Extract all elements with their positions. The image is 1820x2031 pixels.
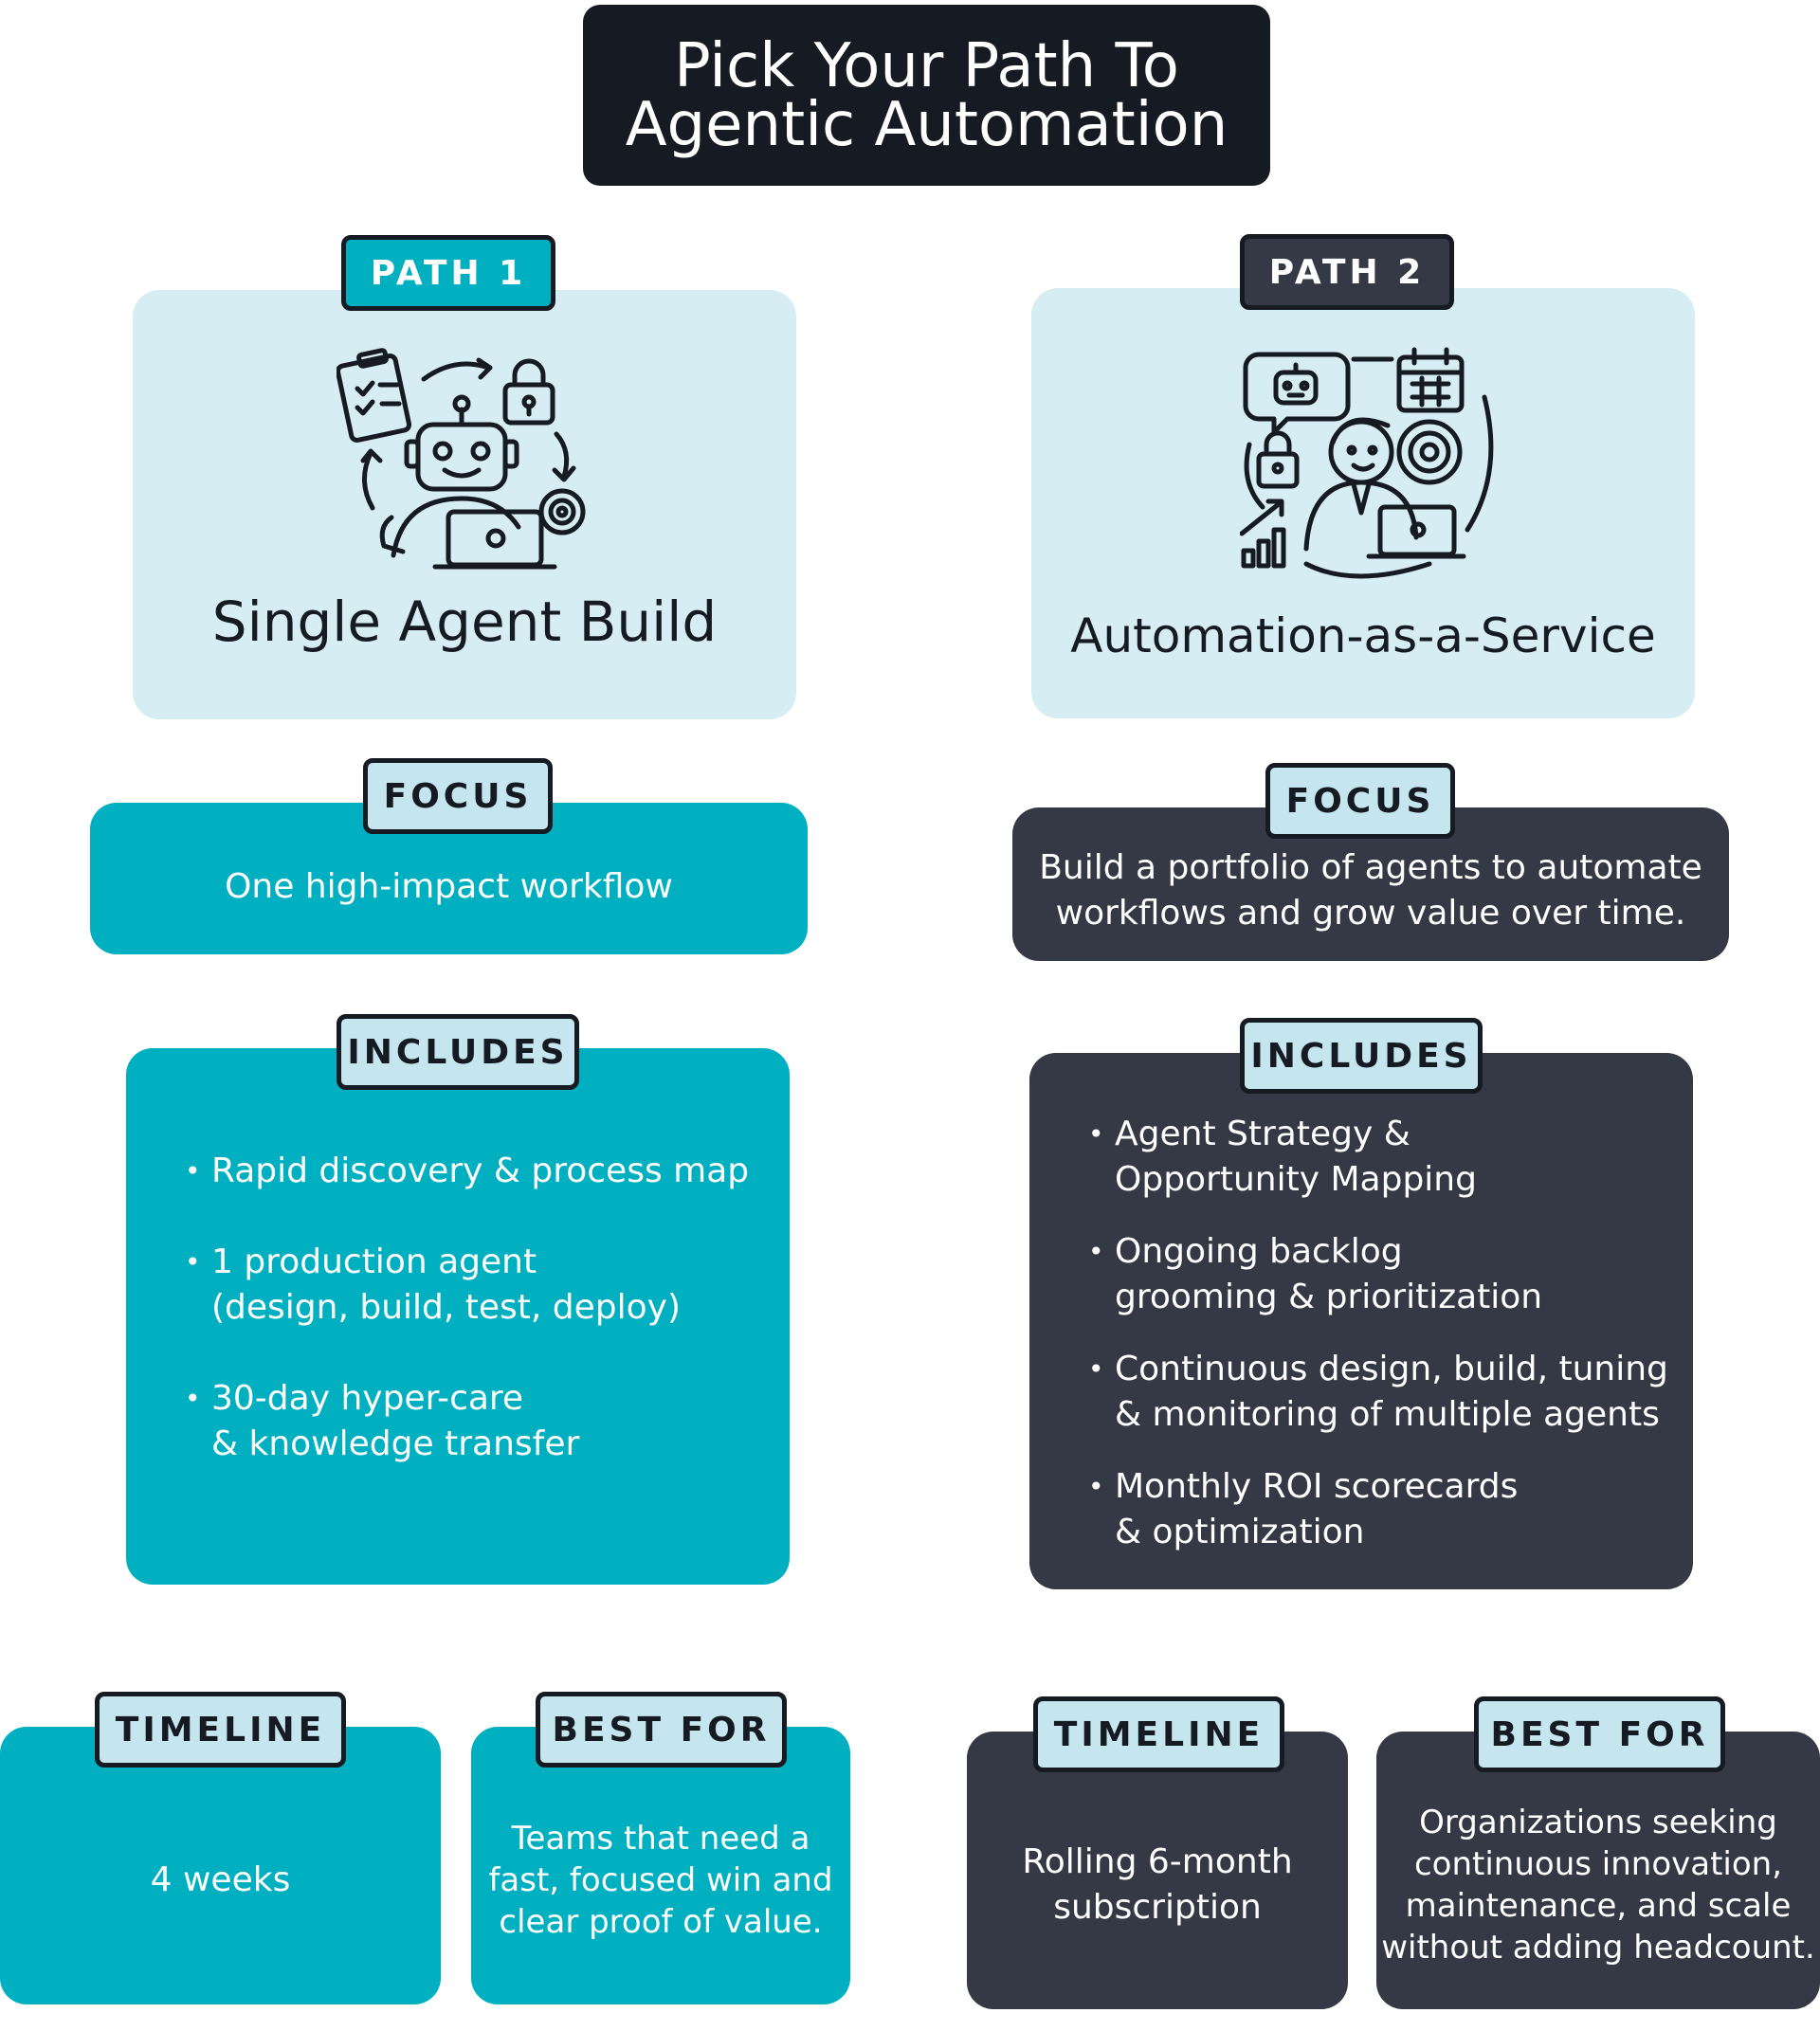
path-2-timeline-text: Rolling 6-month subscription: [1022, 1841, 1293, 1927]
path-2-focus-text: Build a portfolio of agents to automate …: [1039, 848, 1702, 933]
list-item: Rapid discovery & process map: [185, 1149, 773, 1194]
path-2-timeline-card: Rolling 6-month subscription: [967, 1732, 1348, 2009]
path-1-timeline-text: 4 weeks: [150, 1859, 291, 1899]
path-1-bestfor-label: BEST FOR: [536, 1692, 787, 1768]
list-item: 1 production agent (design, build, test,…: [185, 1240, 773, 1331]
path-1-badge: PATH 1: [341, 235, 555, 311]
person-robot-service-icon: [1240, 347, 1494, 579]
page-title: Pick Your Path To Agentic Automation: [625, 30, 1228, 160]
path-1-timeline-label: TIMELINE: [95, 1692, 346, 1768]
path-1-includes-card: Rapid discovery & process map 1 producti…: [126, 1048, 790, 1585]
path-1-timeline-card: 4 weeks: [0, 1727, 441, 2004]
path-2-bestfor-text: Organizations seeking continuous innovat…: [1381, 1803, 1815, 1967]
path-2-hero-card: Automation-as-a-Service: [1031, 288, 1695, 718]
list-item: Ongoing backlog grooming & prioritizatio…: [1088, 1229, 1685, 1320]
path-2-bestfor-card: Organizations seeking continuous innovat…: [1376, 1732, 1820, 2009]
path-1-focus-label: FOCUS: [363, 758, 553, 834]
path-1-title: Single Agent Build: [211, 589, 718, 654]
list-item: Agent Strategy & Opportunity Mapping: [1088, 1112, 1685, 1203]
path-1-focus-text: One high-impact workflow: [225, 867, 673, 906]
list-item: 30-day hyper-care & knowledge transfer: [185, 1376, 773, 1467]
path-1-includes-list: Rapid discovery & process map 1 producti…: [185, 1149, 773, 1467]
path-1-bestfor-text: Teams that need a fast, focused win and …: [488, 1819, 833, 1941]
path-2-bestfor-label: BEST FOR: [1474, 1696, 1725, 1772]
path-2-badge: PATH 2: [1240, 234, 1454, 310]
path-2-timeline-label: TIMELINE: [1033, 1696, 1284, 1772]
path-1-bestfor-card: Teams that need a fast, focused win and …: [471, 1727, 850, 2004]
path-2-includes-label: INCLUDES: [1240, 1018, 1483, 1094]
path-2-includes-card: Agent Strategy & Opportunity Mapping Ong…: [1029, 1053, 1693, 1589]
path-2-title: Automation-as-a-Service: [1070, 608, 1656, 663]
list-item: Monthly ROI scorecards & optimization: [1088, 1464, 1685, 1555]
robot-workflow-icon: [337, 348, 586, 570]
path-2-focus-label: FOCUS: [1265, 763, 1455, 839]
path-2-includes-list: Agent Strategy & Opportunity Mapping Ong…: [1088, 1112, 1685, 1555]
list-item: Continuous design, build, tuning & monit…: [1088, 1347, 1685, 1438]
title-banner: Pick Your Path To Agentic Automation: [583, 5, 1270, 186]
path-1-hero-card: Single Agent Build: [133, 290, 796, 719]
path-1-includes-label: INCLUDES: [337, 1014, 579, 1090]
